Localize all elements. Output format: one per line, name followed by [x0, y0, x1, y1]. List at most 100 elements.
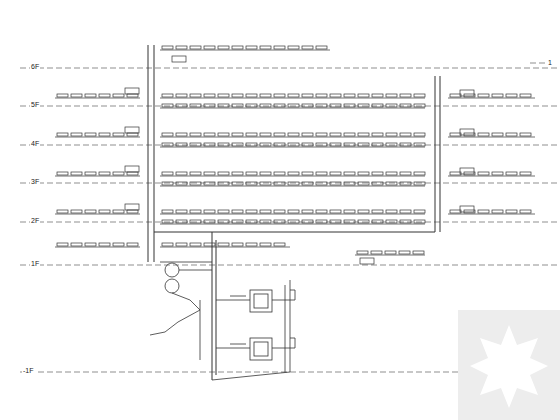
pipe-segment — [162, 210, 173, 213]
pipe-segment — [99, 243, 110, 246]
floor-label: 2F — [30, 217, 40, 224]
floor-label: -1F — [22, 367, 35, 374]
pipe-segment — [190, 133, 201, 136]
pipe-segment — [260, 172, 271, 175]
pipe-segment — [400, 94, 411, 97]
pipe-segment — [302, 94, 313, 97]
pipe-segment — [400, 172, 411, 175]
pipe-segment — [113, 172, 124, 175]
pipe-segment — [478, 210, 489, 213]
pipe-segment — [288, 182, 299, 185]
pipe-segment — [358, 172, 369, 175]
pipe-segment — [57, 133, 68, 136]
pipe-segment — [288, 172, 299, 175]
pipe-segment — [302, 143, 313, 146]
pipe-segment — [330, 104, 341, 107]
floor-label: 3F — [30, 178, 40, 185]
plant-equipment — [150, 262, 295, 380]
floor-label: 5F — [30, 101, 40, 108]
pipe-segment — [218, 94, 229, 97]
pipe-segment — [127, 210, 138, 213]
pipe-segment — [160, 98, 425, 99]
pipe-segment — [372, 182, 383, 185]
pipe-segment — [357, 251, 368, 254]
pipe-segment — [448, 137, 535, 138]
pipe-segment — [520, 210, 531, 213]
pipe-segment — [288, 104, 299, 107]
pipe-segment — [125, 204, 139, 210]
pipe-segment — [344, 143, 355, 146]
pipe-segment — [371, 251, 382, 254]
floor-line — [20, 183, 560, 184]
pipe-segment — [160, 137, 425, 138]
pipe-segment — [176, 243, 187, 246]
pipe-segment — [85, 94, 96, 97]
pipe-segment — [260, 94, 271, 97]
pipe-segment — [176, 210, 187, 213]
pipe-segment — [450, 94, 461, 97]
pipe-segment — [302, 172, 313, 175]
pipe-segment — [414, 94, 425, 97]
pipe-segment — [204, 143, 215, 146]
floor-line — [20, 222, 560, 223]
pipe-segment — [274, 172, 285, 175]
pipe-segment — [386, 210, 397, 213]
pipe-segment — [55, 98, 140, 99]
watermark-panel — [458, 310, 560, 420]
pipe-segment — [330, 133, 341, 136]
pipe-segment — [218, 172, 229, 175]
index-line — [530, 63, 545, 64]
pipe-segment — [288, 210, 299, 213]
pipe-segment — [176, 172, 187, 175]
pipe-segment — [232, 243, 243, 246]
pipe-segment — [176, 133, 187, 136]
pipe-segment — [386, 143, 397, 146]
pipe-segment — [218, 104, 229, 107]
pipe-segment — [316, 143, 327, 146]
pipe-segment — [246, 94, 257, 97]
pipe-segment — [274, 220, 285, 223]
pipe-segment — [127, 133, 138, 136]
pipe-segment — [358, 94, 369, 97]
pipe-segment — [358, 104, 369, 107]
pipe-segment — [232, 143, 243, 146]
pipe-segment — [386, 182, 397, 185]
pipe-segment — [127, 243, 138, 246]
floor-line — [20, 145, 560, 146]
pipe-segment — [246, 133, 257, 136]
pipe-segment — [125, 127, 139, 133]
pipe-segment — [399, 251, 410, 254]
pipe-segment — [520, 133, 531, 136]
pipe-segment — [85, 243, 96, 246]
pipe-segment — [360, 258, 374, 264]
pipe-segment — [330, 94, 341, 97]
pipe-segment — [288, 220, 299, 223]
pipe-segment — [204, 133, 215, 136]
pipe-segment — [190, 143, 201, 146]
pipe-segment — [302, 210, 313, 213]
pipe-segment — [113, 94, 124, 97]
pipe-segment — [344, 220, 355, 223]
pipe-segment — [232, 172, 243, 175]
pipe-segment — [358, 210, 369, 213]
pipe-segment — [260, 182, 271, 185]
pipe-segment — [386, 133, 397, 136]
pipe-segment — [316, 133, 327, 136]
pipe-segment — [316, 182, 327, 185]
pipe-segment — [274, 104, 285, 107]
pipe-segment — [55, 247, 140, 248]
pipe-segment — [274, 46, 285, 49]
pipe-segment — [386, 94, 397, 97]
pipe-segment — [246, 104, 257, 107]
pipe-segment — [330, 172, 341, 175]
pipe-segment — [506, 133, 517, 136]
pipe-segment — [302, 133, 313, 136]
pipe-segment — [218, 243, 229, 246]
pipe-segment — [492, 94, 503, 97]
pipe-segment — [218, 210, 229, 213]
pipe-segment — [113, 210, 124, 213]
pipe-segment — [71, 210, 82, 213]
pipe-segment — [127, 94, 138, 97]
pipe-segment — [125, 166, 139, 172]
pipe-segment — [204, 210, 215, 213]
